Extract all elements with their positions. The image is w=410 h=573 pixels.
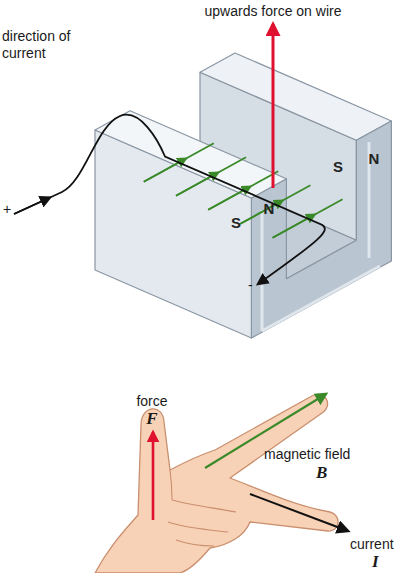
current-wire <box>14 115 325 284</box>
pole-letter: S <box>333 158 343 175</box>
pole-letter: S <box>231 214 241 231</box>
vector-symbol: F <box>146 410 157 427</box>
finger-creases <box>168 470 236 546</box>
current-caption: direction of current <box>2 28 94 62</box>
horseshoe-magnet <box>95 53 391 338</box>
force-vector <box>152 432 155 520</box>
current-arrow <box>14 198 50 215</box>
magnet-top-face <box>95 111 286 198</box>
terminal-sign: - <box>248 277 253 294</box>
pole-letter: N <box>369 150 380 167</box>
vector-caption: current <box>350 536 394 553</box>
force-caption: upwards force on wire <box>205 3 342 20</box>
force-arrow <box>272 24 275 188</box>
vector-symbol: I <box>372 553 379 570</box>
left-hand <box>95 394 338 573</box>
vector-caption: magnetic field <box>264 446 350 463</box>
pole-letter: N <box>264 200 275 217</box>
hand-outline <box>95 394 338 573</box>
magnet-top-face <box>200 53 391 140</box>
terminal-sign: + <box>3 201 11 218</box>
vector-caption: force <box>136 393 167 410</box>
vector-symbol: B <box>316 464 327 481</box>
current-vector <box>250 494 348 531</box>
